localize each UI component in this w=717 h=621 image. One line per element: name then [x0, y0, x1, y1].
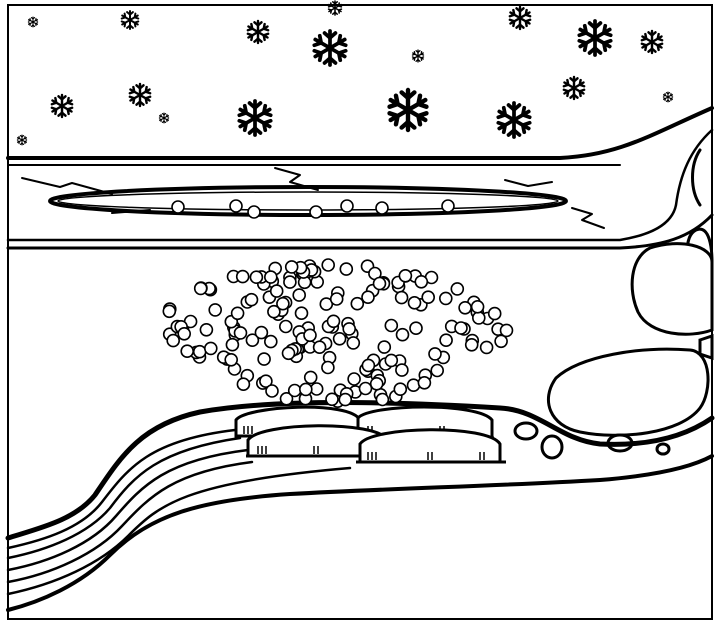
air-bubble-icon [194, 346, 206, 358]
air-bubble-icon [250, 271, 262, 283]
air-bubble-icon [226, 339, 238, 351]
air-bubble-icon [374, 278, 386, 290]
air-bubble-icon [178, 328, 190, 340]
air-bubble-icon [422, 291, 434, 303]
air-bubble-icon [459, 302, 471, 314]
air-bubble-icon [163, 305, 175, 317]
air-bubble-icon [440, 334, 452, 346]
air-bubble-icon [455, 322, 467, 334]
air-bubble-icon [409, 297, 421, 309]
air-bubble-icon [280, 321, 292, 333]
air-bubble-icon [371, 378, 383, 390]
air-bubble-icon [397, 329, 409, 341]
air-bubble-icon [232, 307, 244, 319]
air-bubble-icon [472, 301, 484, 313]
air-bubble-icon [235, 327, 247, 339]
air-bubble-icon [258, 353, 270, 365]
air-bubble-icon [360, 383, 372, 395]
air-bubble-icon [167, 335, 179, 347]
air-bubble-icon [328, 315, 340, 327]
air-bubble-icon [410, 322, 422, 334]
air-bubble-icon [385, 354, 397, 366]
frame-border [8, 5, 712, 619]
air-bubble-icon [237, 271, 249, 283]
air-bubble-icon [429, 348, 441, 360]
mound [356, 430, 506, 462]
air-bubble-icon [362, 291, 374, 303]
air-bubble-icon [451, 283, 463, 295]
air-bubble-icon [293, 289, 305, 301]
rock [632, 244, 712, 335]
air-bubble-icon [408, 379, 420, 391]
air-bubble-icon [255, 327, 267, 339]
air-bubble-icon [376, 202, 388, 214]
air-bubble-icon [495, 335, 507, 347]
air-bubble-icon [501, 324, 513, 336]
air-bubble-icon [271, 285, 283, 297]
air-bubble-icon [322, 259, 334, 271]
air-bubble-icon [339, 394, 351, 406]
air-bubble-icon [362, 359, 374, 371]
air-bubble-icon [378, 341, 390, 353]
air-bubble-icon [286, 261, 298, 273]
air-bubble-icon [394, 383, 406, 395]
air-bubble-icon [440, 292, 452, 304]
air-bubble-icon [431, 365, 443, 377]
air-bubble-icon [230, 200, 242, 212]
air-bubble-icon [396, 364, 408, 376]
air-bubble-icon [181, 345, 193, 357]
air-bubble-icon [305, 371, 317, 383]
air-bubble-icon [466, 339, 478, 351]
air-bubble-icon [195, 282, 207, 294]
air-bubble-icon [310, 206, 322, 218]
air-bubble-icon [481, 341, 493, 353]
air-bubble-icon [351, 298, 363, 310]
air-bubble-icon [209, 304, 221, 316]
air-bubble-icon [489, 308, 501, 320]
air-bubble-icon [265, 271, 277, 283]
air-bubble-icon [348, 373, 360, 385]
air-bubble-icon [442, 200, 454, 212]
air-bubble-icon [340, 263, 352, 275]
air-bubble-icon [172, 201, 184, 213]
air-bubble-icon [200, 324, 212, 336]
air-bubble-icon [283, 347, 295, 359]
air-bubble-icon [268, 306, 280, 318]
air-bubble-icon [331, 293, 343, 305]
air-bubble-icon [266, 385, 278, 397]
air-bubble-icon [415, 276, 427, 288]
air-bubble-icon [304, 329, 316, 341]
air-bubble-icon [246, 294, 258, 306]
air-bubble-icon [284, 276, 296, 288]
air-bubble-icon [347, 337, 359, 349]
air-bubble-icon [205, 342, 217, 354]
air-bubble-icon [237, 378, 249, 390]
air-bubble-icon [341, 200, 353, 212]
pebble [515, 423, 537, 439]
hibernating-mounds [236, 407, 506, 462]
air-bubble-icon [385, 320, 397, 332]
air-bubble-icon [396, 292, 408, 304]
air-bubble-icon [343, 323, 355, 335]
air-bubble-icon [314, 341, 326, 353]
air-bubble-icon [265, 336, 277, 348]
air-bubble-icon [399, 270, 411, 282]
air-bubble-icon [300, 383, 312, 395]
air-bubble-icon [473, 312, 485, 324]
air-bubble-icon [334, 333, 346, 345]
air-bubble-icon [376, 394, 388, 406]
air-bubble-icon [225, 354, 237, 366]
air-bubble-icon [418, 377, 430, 389]
air-bubble-icon [296, 307, 308, 319]
pebble [657, 444, 669, 454]
pebble [542, 436, 562, 458]
air-bubble-icon [322, 362, 334, 374]
air-bubble-icon [289, 385, 301, 397]
air-bubble-icon [248, 206, 260, 218]
